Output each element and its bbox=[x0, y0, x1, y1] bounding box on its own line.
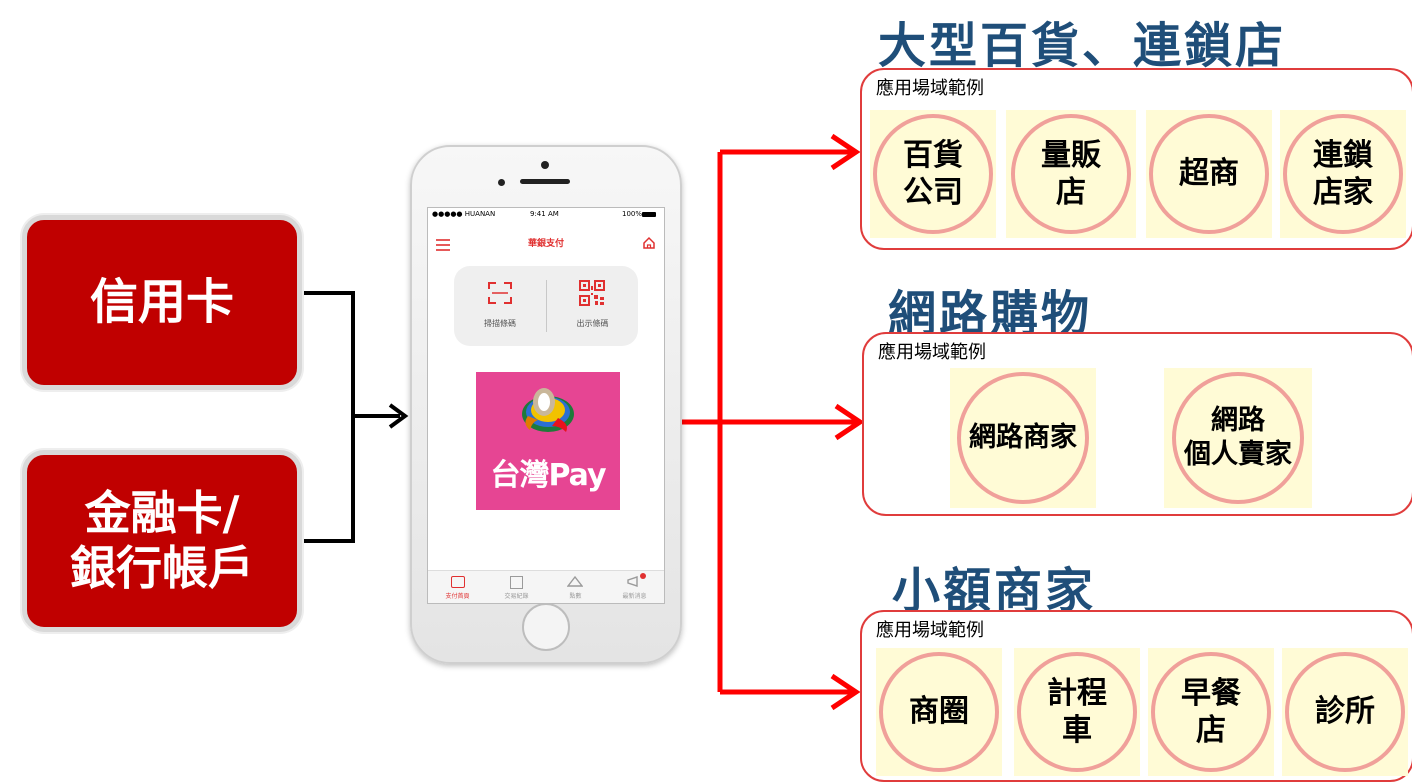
phone-mockup: ●●●●● HUANAN 9:41 AM 100% 華銀支付 掃描條碼 bbox=[410, 145, 682, 664]
coin-emblem-icon bbox=[522, 388, 574, 432]
app-title: 華銀支付 bbox=[527, 239, 564, 249]
chip-line: 量販 bbox=[1041, 137, 1101, 173]
credit-card-box: 信用卡 bbox=[22, 215, 302, 390]
chip-shopping-district: 商圈 bbox=[876, 648, 1002, 776]
phone-screen: ●●●●● HUANAN 9:41 AM 100% 華銀支付 掃描條碼 bbox=[427, 207, 665, 604]
scan-icon bbox=[488, 282, 512, 304]
show-label: 出示條碼 bbox=[576, 319, 609, 328]
taiwan-pay-text: 台灣Pay bbox=[490, 458, 606, 493]
status-time: 9:41 AM bbox=[530, 210, 559, 218]
small-merchant-panel-label: 應用場域範例 bbox=[876, 620, 984, 641]
chip-breakfast-shop: 早餐 店 bbox=[1148, 648, 1274, 776]
chip-hypermarket: 量販 店 bbox=[1006, 110, 1136, 238]
chip-chain-store: 連鎖 店家 bbox=[1280, 110, 1406, 238]
debit-label-line1: 金融卡/ bbox=[84, 485, 240, 540]
online-panel-label: 應用場域範例 bbox=[878, 342, 986, 363]
source-arrowhead bbox=[388, 403, 409, 429]
tab-transactions[interactable]: 交易紀錄 bbox=[487, 571, 546, 603]
status-carrier: ●●●●● HUANAN bbox=[432, 210, 496, 218]
retail-panel: 應用場域範例 百貨 公司 量販 店 超商 連鎖 店家 bbox=[860, 68, 1412, 250]
receipt-icon bbox=[510, 576, 523, 589]
chip-taxi: 計程 車 bbox=[1014, 648, 1140, 776]
chip-line: 個人賣家 bbox=[1184, 439, 1292, 470]
chip-line: 計程 bbox=[1047, 675, 1107, 711]
scan-label: 掃描條碼 bbox=[484, 319, 516, 328]
chip-convenience-store: 超商 bbox=[1146, 110, 1272, 238]
phone-home-button[interactable] bbox=[522, 603, 570, 651]
chip-clinic: 診所 bbox=[1282, 648, 1408, 776]
chip-line: 商圈 bbox=[909, 694, 969, 730]
chip-line: 網路 bbox=[1211, 405, 1265, 437]
credit-connector bbox=[300, 291, 355, 416]
retail-panel-label: 應用場域範例 bbox=[876, 78, 984, 99]
tab-bar: 支付首頁 交易紀錄 點數 最新消息 bbox=[428, 570, 664, 603]
card-divider bbox=[546, 280, 547, 332]
small-merchant-panel: 應用場域範例 商圈 計程 車 早餐 店 診所 bbox=[860, 610, 1412, 782]
debit-connector bbox=[300, 416, 355, 543]
status-battery: 100% bbox=[622, 210, 643, 218]
retail-heading: 大型百貨、連鎖店 bbox=[878, 18, 1287, 74]
chip-online-merchant: 網路商家 bbox=[950, 368, 1096, 508]
points-icon bbox=[567, 575, 583, 587]
credit-card-label: 信用卡 bbox=[89, 273, 234, 330]
chip-line: 店 bbox=[1056, 175, 1086, 210]
debit-account-box: 金融卡/ 銀行帳戶 bbox=[22, 450, 302, 632]
menu-icon[interactable] bbox=[436, 236, 450, 251]
tab-label-points: 點數 bbox=[569, 593, 582, 600]
wallet-icon bbox=[451, 576, 465, 588]
scan-barcode-button[interactable]: 掃描條碼 bbox=[454, 266, 546, 346]
arrowhead-small bbox=[830, 673, 861, 711]
tab-label-transactions: 交易紀錄 bbox=[504, 593, 529, 600]
taiwan-pay-logo: 台灣Pay bbox=[476, 372, 620, 510]
chip-department-store: 百貨 公司 bbox=[870, 110, 996, 238]
debit-label-line2: 銀行帳戶 bbox=[70, 541, 254, 595]
chip-line: 車 bbox=[1062, 713, 1092, 748]
barcode-action-card: 掃描條碼 出示條碼 bbox=[454, 266, 638, 346]
status-bar: ●●●●● HUANAN 9:41 AM 100% bbox=[428, 210, 664, 222]
battery-icon bbox=[642, 212, 656, 217]
qr-code-icon bbox=[579, 280, 605, 306]
tab-label-pay-home: 支付首頁 bbox=[445, 593, 470, 600]
chip-line: 超商 bbox=[1179, 156, 1239, 192]
phone-speaker bbox=[520, 179, 570, 184]
chip-line: 百貨 bbox=[903, 137, 963, 173]
tab-points[interactable]: 點數 bbox=[546, 571, 605, 603]
online-panel: 應用場域範例 網路商家 網路 個人賣家 bbox=[862, 332, 1412, 516]
arrowhead-retail bbox=[830, 133, 861, 171]
tab-label-news: 最新消息 bbox=[622, 593, 647, 600]
chip-line: 網路商家 bbox=[969, 422, 1077, 454]
phone-sensor-dot bbox=[498, 179, 505, 186]
chip-line: 早餐 bbox=[1181, 675, 1241, 711]
tab-pay-home[interactable]: 支付首頁 bbox=[428, 571, 487, 603]
phone-camera bbox=[541, 161, 549, 169]
chip-online-individual-seller: 網路 個人賣家 bbox=[1164, 368, 1312, 508]
tab-news[interactable]: 最新消息 bbox=[605, 571, 664, 603]
chip-line: 公司 bbox=[903, 175, 963, 210]
chip-line: 連鎖 bbox=[1313, 137, 1373, 173]
show-barcode-button[interactable]: 出示條碼 bbox=[547, 266, 638, 346]
notification-badge bbox=[640, 573, 646, 579]
chip-line: 店家 bbox=[1313, 175, 1373, 210]
chip-line: 店 bbox=[1196, 713, 1226, 748]
arrowhead-online bbox=[834, 403, 865, 441]
megaphone-icon bbox=[627, 576, 638, 587]
small-merchant-heading: 小額商家 bbox=[892, 563, 1097, 619]
home-icon[interactable] bbox=[642, 235, 656, 249]
chip-line: 診所 bbox=[1315, 694, 1375, 730]
